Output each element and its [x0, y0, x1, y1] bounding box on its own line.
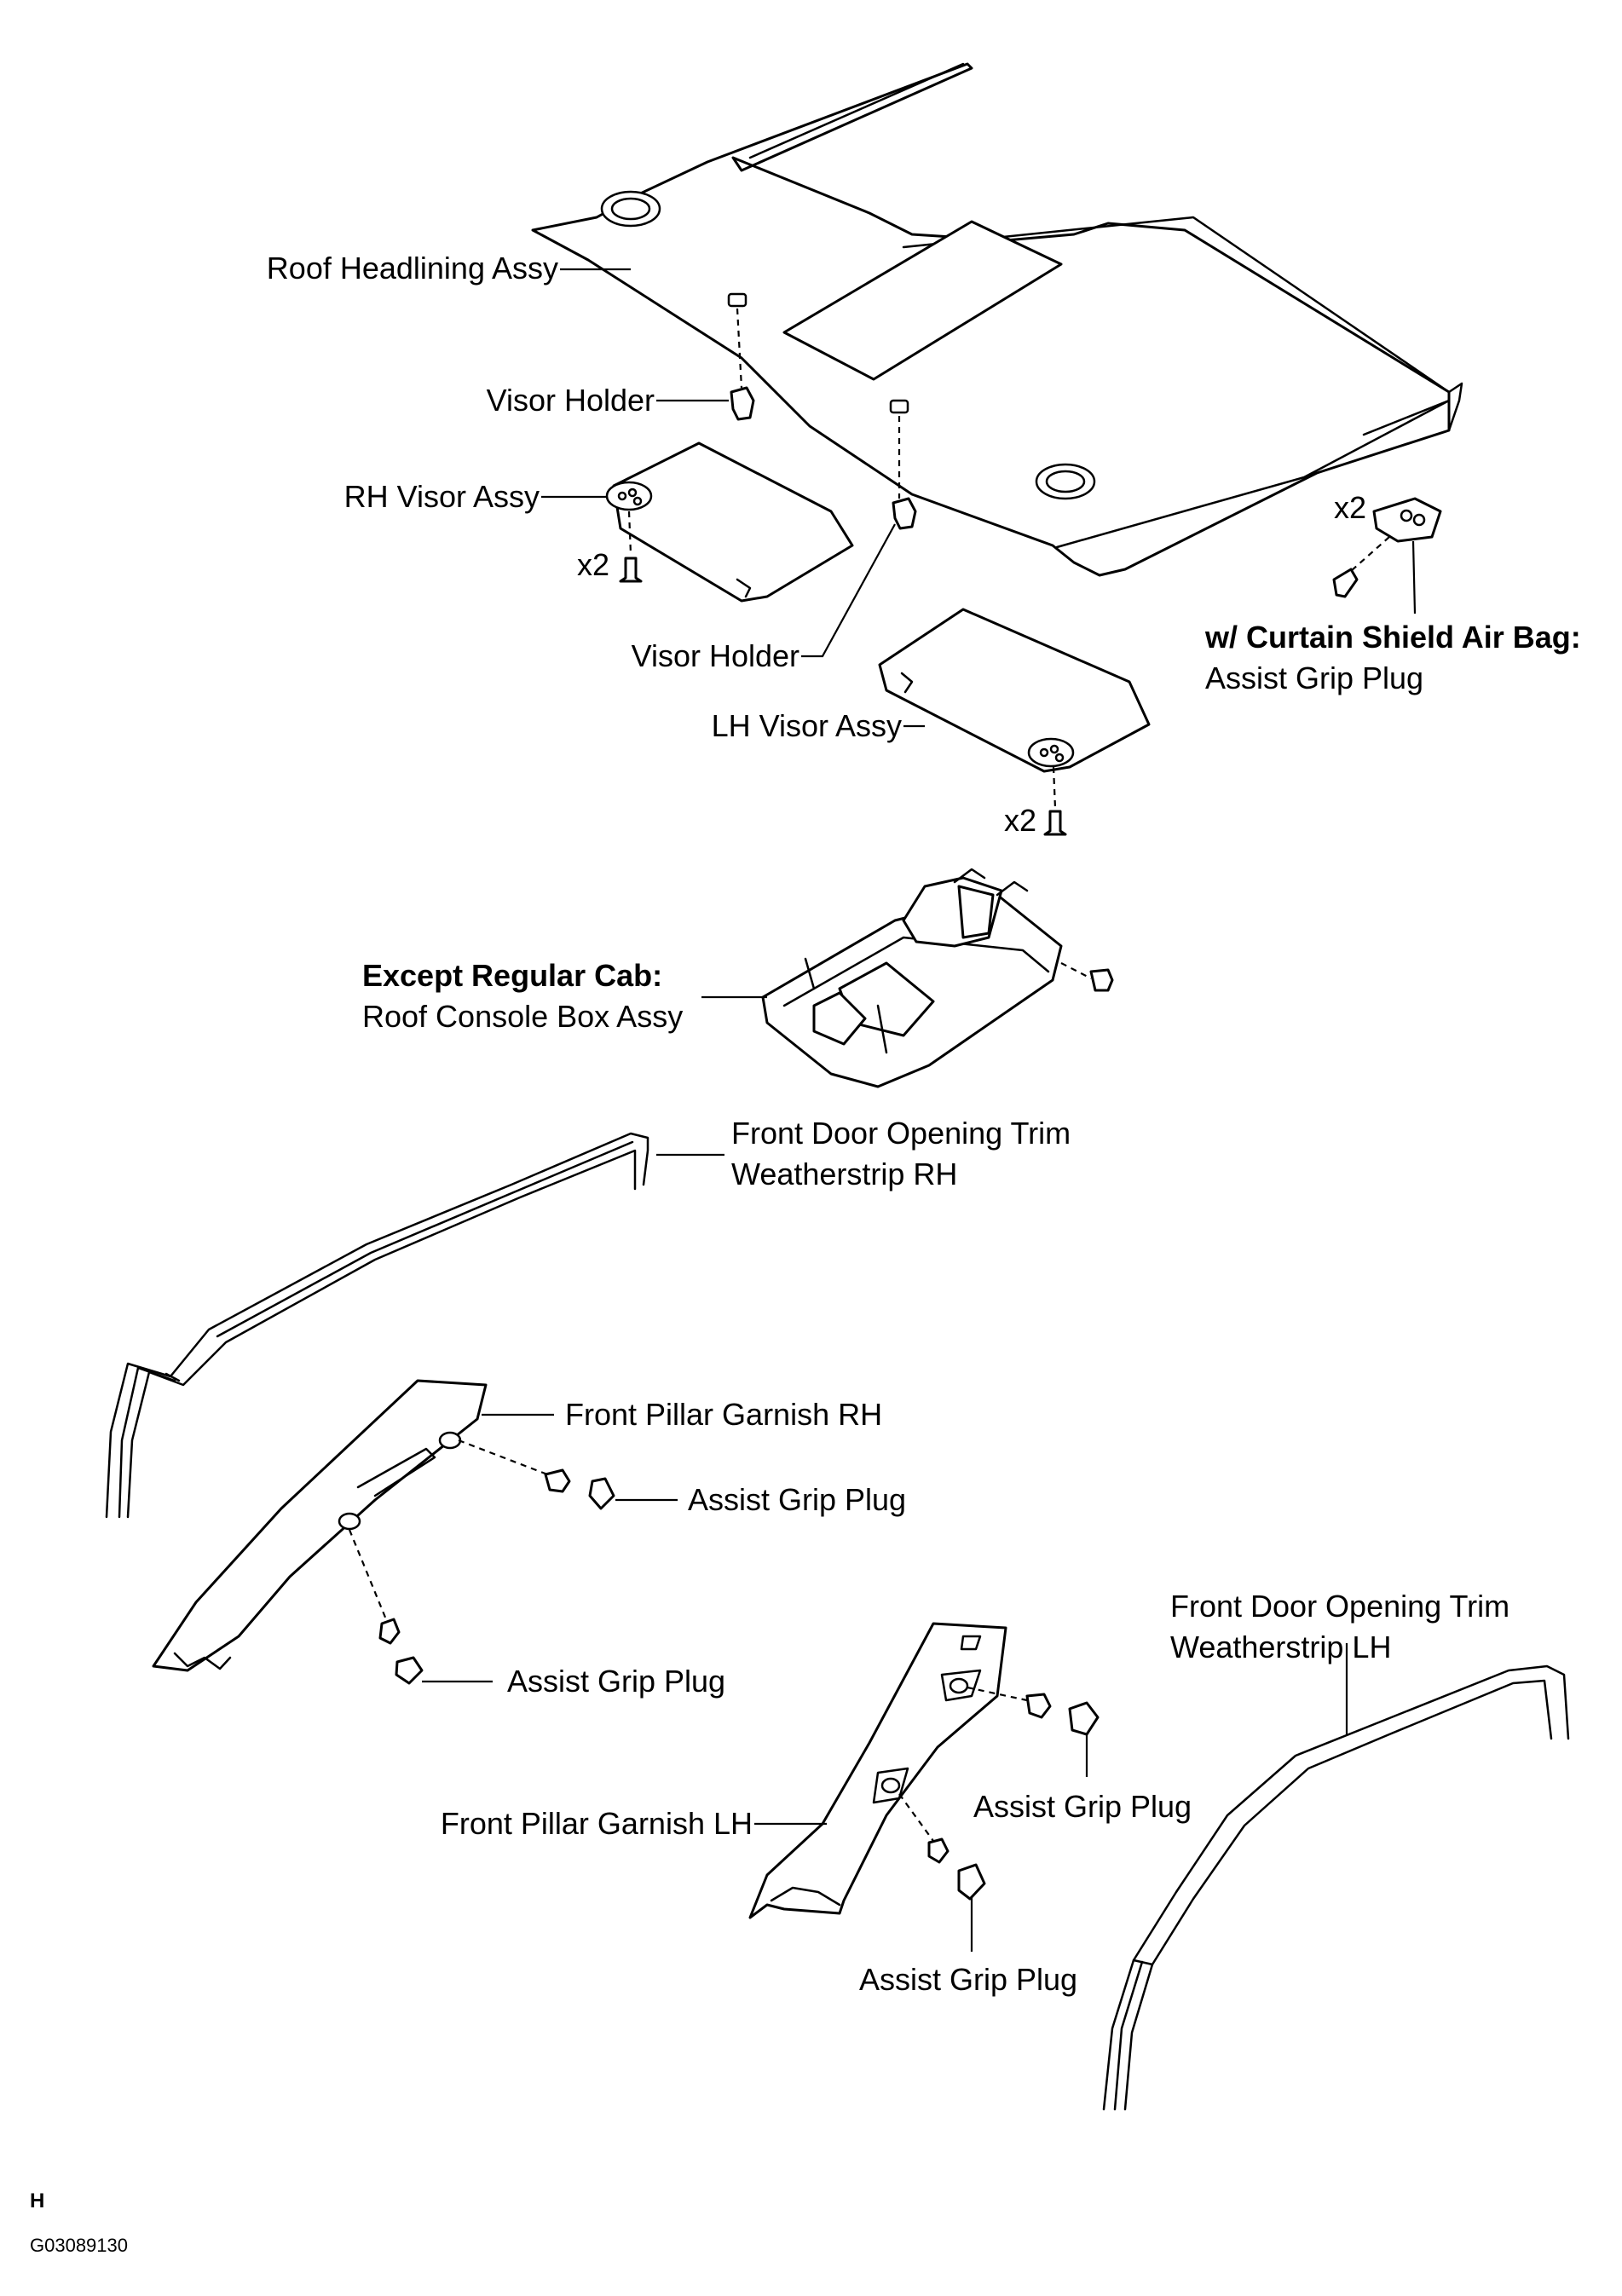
footer-code: G03089130 [30, 2235, 128, 2256]
pillar-garnish-rh-drawing [152, 1379, 615, 1685]
label-trim-rh-1: Front Door Opening Trim [731, 1116, 1071, 1151]
curtain-grip-plug-drawing [1332, 497, 1442, 598]
roof-headlining-drawing [531, 62, 1463, 577]
label-pillar-lh: Front Pillar Garnish LH [441, 1806, 753, 1841]
label-grip-plug-rh-upper: Assist Grip Plug [688, 1482, 906, 1517]
footer-letter: H [30, 2189, 44, 2212]
label-trim-lh-1: Front Door Opening Trim [1170, 1589, 1509, 1624]
label-visor-holder-top: Visor Holder [487, 383, 655, 418]
label-rh-visor: RH Visor Assy [344, 479, 540, 514]
label-grip-plug-rh-lower: Assist Grip Plug [507, 1664, 725, 1699]
labels: Roof Headlining Assy Visor Holder RH Vis… [267, 251, 1581, 1997]
visor-holder-mid-part [892, 416, 917, 530]
label-roof-headlining: Roof Headlining Assy [267, 251, 558, 286]
label-curtain-title: w/ Curtain Shield Air Bag: [1204, 620, 1581, 655]
label-visor-holder-mid: Visor Holder [632, 638, 799, 673]
pillar-garnish-lh-drawing [748, 1622, 1100, 1919]
label-x2-lh: x2 [1004, 803, 1036, 838]
lh-visor-drawing [878, 608, 1151, 836]
label-curtain-part: Assist Grip Plug [1205, 661, 1423, 695]
visor-holder-top-part [730, 308, 755, 421]
leader-lines [422, 268, 1417, 1952]
label-trim-rh-2: Weatherstrip RH [731, 1157, 957, 1191]
label-console-title: Except Regular Cab: [362, 958, 662, 993]
rh-visor-drawing [605, 441, 854, 603]
label-trim-lh-2: Weatherstrip LH [1170, 1630, 1391, 1664]
footer: H G03089130 [30, 2189, 128, 2256]
door-trim-lh-drawing [1102, 1664, 1570, 2111]
label-console-part: Roof Console Box Assy [362, 999, 683, 1034]
roof-console-drawing [761, 868, 1114, 1088]
label-pillar-rh: Front Pillar Garnish RH [565, 1397, 882, 1432]
label-grip-plug-lh-upper: Assist Grip Plug [973, 1789, 1192, 1824]
label-lh-visor: LH Visor Assy [712, 708, 902, 743]
door-trim-rh-drawing [105, 1132, 649, 1519]
label-grip-plug-lh-lower: Assist Grip Plug [859, 1962, 1077, 1997]
label-x2-rh: x2 [577, 547, 609, 582]
label-x2-curtain: x2 [1334, 490, 1366, 525]
